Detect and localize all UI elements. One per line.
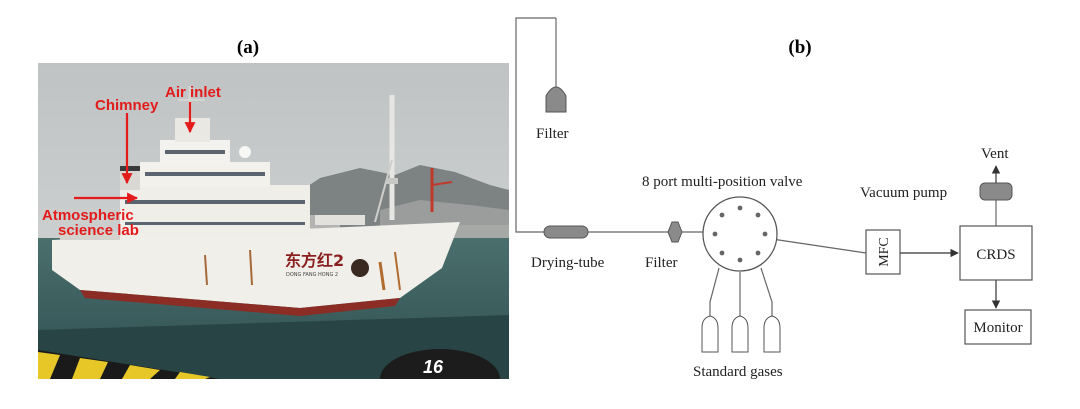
photo-annotations: Chimney Air inlet Atmospheric science la… [42, 84, 221, 239]
filter-top-label: Filter [536, 126, 569, 142]
drying-tube-label: Drying-tube [531, 255, 605, 271]
valve: 8 port multi-position valve [642, 174, 803, 272]
mfc-label: MFC [877, 237, 892, 267]
ship-name: 东方红2 [285, 251, 344, 270]
flow-diagram [515, 17, 1001, 318]
annotation-air-inlet: Air inlet [165, 84, 221, 101]
mfc: MFC [865, 229, 901, 275]
crds: CRDS [959, 225, 1033, 281]
standard-gases [701, 315, 781, 353]
drying-tube: Drying-tube [531, 225, 605, 271]
annotation-science-lab: science lab [58, 222, 139, 239]
annotation-atmospheric: Atmospheric [42, 207, 134, 224]
bollard-number: 16 [423, 357, 444, 377]
filter-inline-label: Filter [645, 255, 678, 271]
crds-label: CRDS [976, 247, 1015, 263]
valve-ports [712, 205, 768, 263]
gas-line-3 [760, 267, 773, 318]
valve-label: 8 port multi-position valve [642, 174, 803, 190]
gas-cylinder-1 [701, 315, 719, 353]
filter-inline: Filter [645, 221, 683, 271]
vacuum-pump: Vacuum pump [860, 182, 1013, 201]
monitor: Monitor [964, 309, 1032, 345]
annotation-chimney: Chimney [95, 97, 159, 114]
panel-a-label: (a) [237, 37, 259, 58]
valve-to-mfc-line [771, 238, 867, 254]
vent-label: Vent [981, 146, 1009, 162]
ship-pinyin: DONG FANG HONG 2 [286, 272, 338, 278]
inlet-line [515, 17, 556, 233]
monitor-label: Monitor [973, 320, 1022, 336]
panel-b-label: (b) [788, 37, 811, 58]
gas-line-1 [709, 267, 720, 318]
vacuum-pump-label: Vacuum pump [860, 185, 947, 201]
gas-cylinder-3 [763, 315, 781, 353]
filter-top: Filter [536, 86, 569, 142]
standard-gases-label: Standard gases [693, 364, 783, 380]
ship-photo: 东方红2 DONG FANG HONG 2 [38, 63, 509, 379]
gas-cylinder-2 [731, 315, 749, 353]
